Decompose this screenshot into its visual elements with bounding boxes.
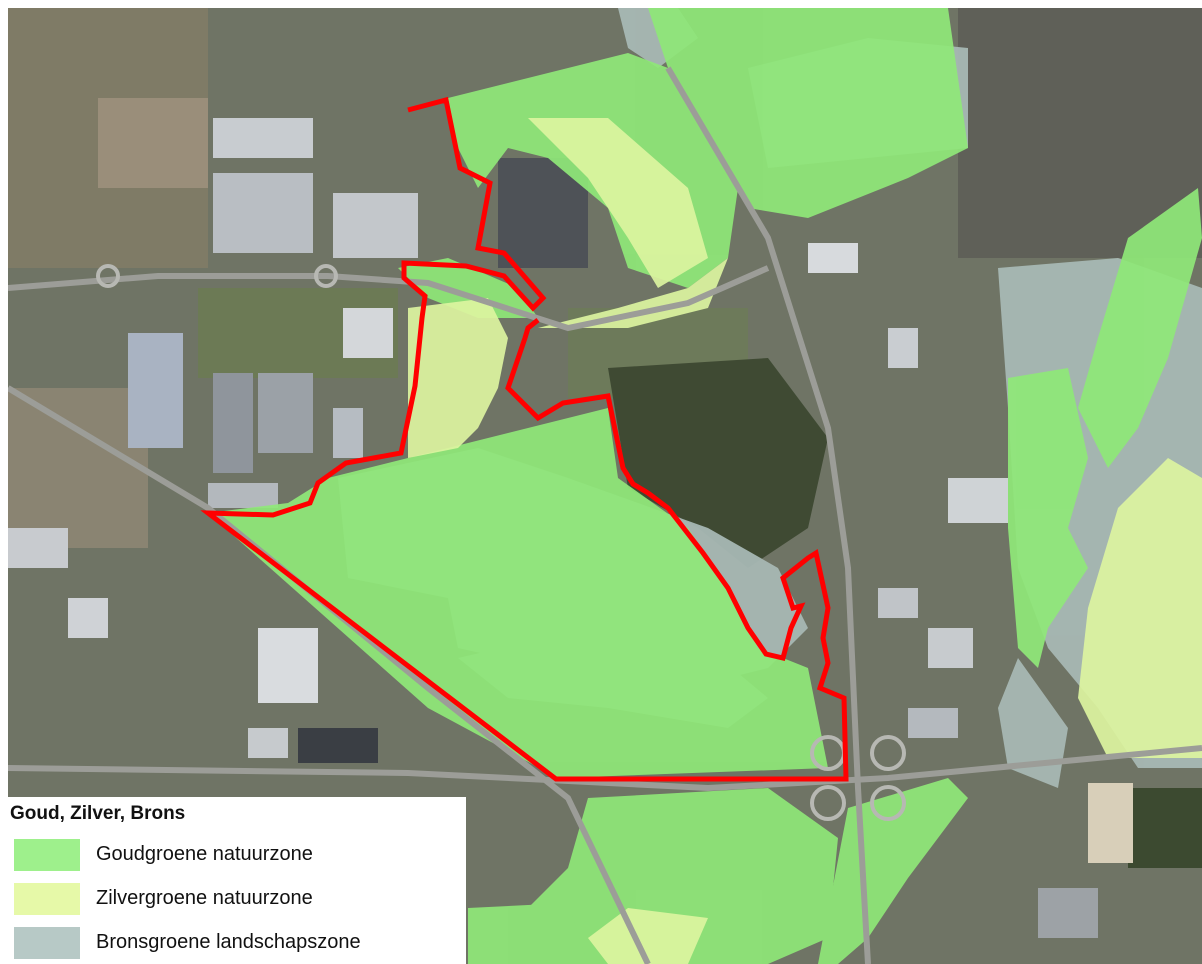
forest-area — [1128, 788, 1202, 868]
gold-zone — [818, 778, 968, 964]
silver-zone-layer — [408, 118, 1202, 964]
industrial-building — [808, 243, 858, 273]
forest-area — [608, 358, 828, 568]
legend-title: Goud, Zilver, Brons — [10, 803, 186, 824]
industrial-building — [908, 708, 958, 738]
industrial-building — [298, 728, 378, 763]
industrial-building — [68, 598, 108, 638]
industrial-building — [213, 118, 313, 158]
gold-zone — [528, 788, 838, 964]
agricultural-field — [8, 388, 148, 548]
industrial-building — [343, 308, 393, 358]
legend-label: Bronsgroene landschapszone — [96, 931, 361, 953]
highway — [665, 66, 871, 964]
legend-swatch-bronze — [14, 927, 80, 959]
silver-zone — [528, 118, 708, 288]
road — [8, 265, 770, 332]
legend-label: Zilvergroene natuurzone — [96, 887, 313, 909]
industrial-building — [1088, 783, 1133, 863]
gold-zone — [398, 258, 538, 318]
legend-item-bronsgroen: Bronsgroene landschapszone — [14, 927, 464, 959]
silver-zone — [588, 908, 708, 964]
gold-zone — [208, 408, 828, 778]
industrial-building — [128, 333, 183, 448]
gold-zone — [1008, 368, 1088, 668]
industrial-building — [333, 408, 363, 458]
silver-zone — [408, 298, 508, 458]
legend-label: Goudgroene natuurzone — [96, 843, 313, 865]
silver-zone — [538, 258, 728, 328]
industrial-building — [333, 193, 418, 258]
legend-item-zilvergroen: Zilvergroene natuurzone — [14, 883, 464, 915]
agricultural-field — [98, 98, 208, 188]
industrial-building — [928, 628, 973, 668]
industrial-building — [948, 478, 1008, 523]
industrial-building — [258, 628, 318, 703]
aerial-map[interactable] — [8, 8, 1202, 964]
roundabout — [870, 735, 906, 771]
road — [8, 385, 651, 964]
industrial-building — [213, 173, 313, 253]
industrial-building — [888, 328, 918, 368]
silver-zone — [1078, 458, 1202, 758]
legend-item-goudgroen: Goudgroene natuurzone — [14, 839, 464, 871]
map-canvas[interactable] — [8, 8, 1202, 964]
roundabout — [314, 264, 338, 288]
industrial-building — [1038, 888, 1098, 938]
legend-swatch-silver — [14, 883, 80, 915]
industrial-building — [208, 483, 278, 508]
highway — [8, 745, 1202, 792]
industrial-building — [213, 373, 253, 473]
industrial-building — [248, 728, 288, 758]
roundabout — [870, 785, 906, 821]
legend-swatch-gold — [14, 839, 80, 871]
industrial-building — [258, 373, 313, 453]
gold-zone — [468, 903, 588, 964]
bronze-zone — [998, 658, 1068, 788]
road-layer — [8, 66, 1202, 964]
map-legend: Goud, Zilver, Brons Goudgroene natuurzon… — [8, 797, 466, 964]
roundabout — [810, 785, 846, 821]
industrial-building — [878, 588, 918, 618]
industrial-building — [8, 528, 68, 568]
study-area-boundary[interactable] — [200, 96, 849, 782]
gold-zone — [1078, 188, 1202, 468]
roundabout — [96, 264, 120, 288]
